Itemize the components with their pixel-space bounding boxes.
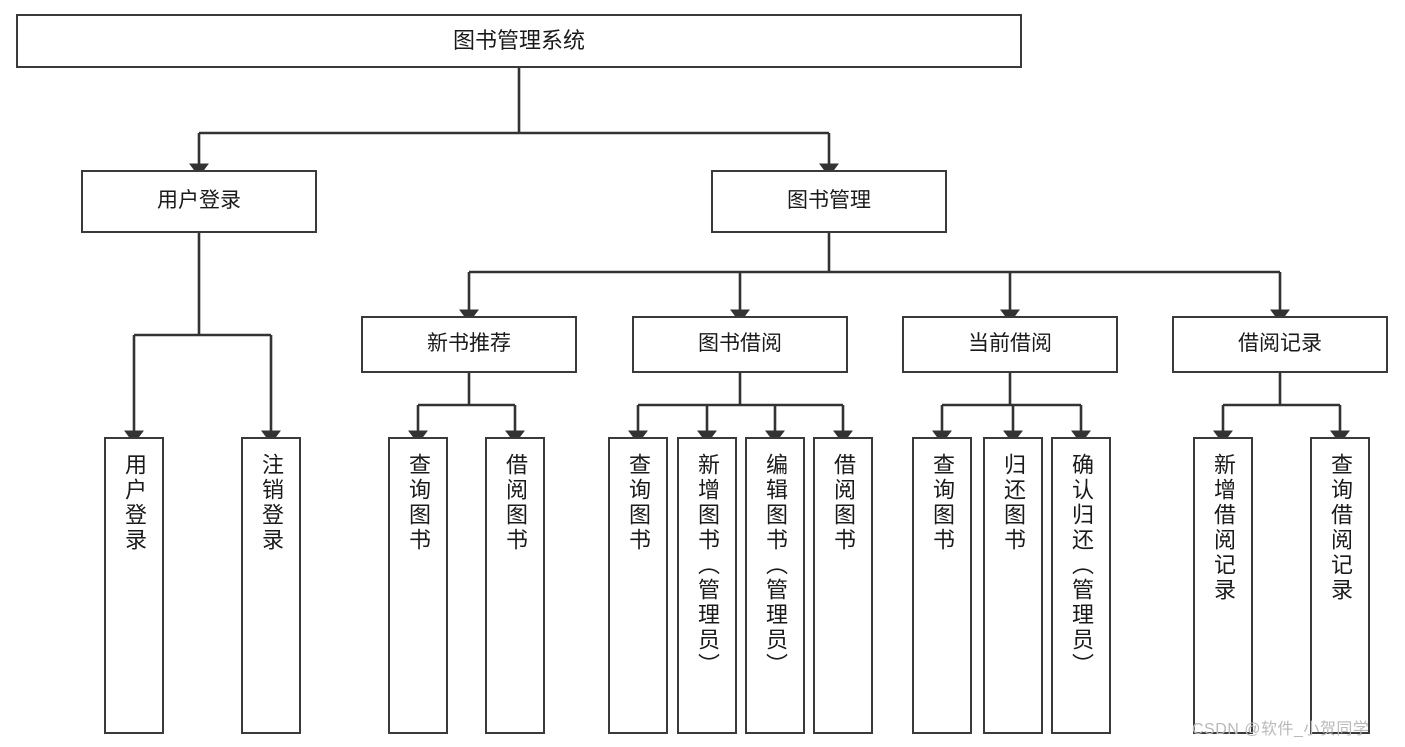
node-user-login[interactable]: 用户登录 xyxy=(81,170,317,233)
node-label-borrow-record: 借阅记录 xyxy=(1238,332,1322,356)
node-label-root: 图书管理系统 xyxy=(452,28,585,54)
node-label-leaf-query-book-2: 查询图书 xyxy=(626,453,651,553)
node-label-leaf-query-book-1: 查询图书 xyxy=(406,453,431,553)
node-label-leaf-query-record: 查询借阅记录 xyxy=(1328,453,1353,603)
node-label-new-book-recommend: 新书推荐 xyxy=(427,332,511,356)
node-leaf-user-login[interactable]: 用户登录 xyxy=(104,437,164,734)
node-borrow-record[interactable]: 借阅记录 xyxy=(1172,316,1388,373)
node-leaf-logout[interactable]: 注销登录 xyxy=(241,437,301,734)
node-label-leaf-user-login: 用户登录 xyxy=(122,453,147,553)
node-label-user-login: 用户登录 xyxy=(157,189,241,213)
node-root[interactable]: 图书管理系统 xyxy=(16,14,1022,68)
node-leaf-query-book-2[interactable]: 查询图书 xyxy=(608,437,668,734)
node-label-leaf-logout: 注销登录 xyxy=(259,453,284,553)
node-label-leaf-borrow-book-1: 借阅图书 xyxy=(503,453,528,553)
node-current-borrow[interactable]: 当前借阅 xyxy=(902,316,1118,373)
node-leaf-borrow-book-2[interactable]: 借阅图书 xyxy=(813,437,873,734)
node-leaf-return-book[interactable]: 归还图书 xyxy=(983,437,1043,734)
node-leaf-edit-book[interactable]: 编辑图书（管理员） xyxy=(745,437,805,734)
node-leaf-borrow-book-1[interactable]: 借阅图书 xyxy=(485,437,545,734)
node-label-leaf-borrow-book-2: 借阅图书 xyxy=(831,453,856,553)
node-book-borrow[interactable]: 图书借阅 xyxy=(632,316,848,373)
node-label-current-borrow: 当前借阅 xyxy=(968,332,1052,356)
node-leaf-query-book-1[interactable]: 查询图书 xyxy=(388,437,448,734)
node-new-book-recommend[interactable]: 新书推荐 xyxy=(361,316,577,373)
node-leaf-add-record[interactable]: 新增借阅记录 xyxy=(1193,437,1253,734)
node-book-manage[interactable]: 图书管理 xyxy=(711,170,947,233)
connector-lines xyxy=(123,68,1351,444)
node-leaf-query-book-3[interactable]: 查询图书 xyxy=(912,437,972,734)
node-label-leaf-add-record: 新增借阅记录 xyxy=(1211,453,1236,603)
node-leaf-add-book[interactable]: 新增图书（管理员） xyxy=(677,437,737,734)
node-leaf-query-record[interactable]: 查询借阅记录 xyxy=(1310,437,1370,734)
node-label-book-borrow: 图书借阅 xyxy=(698,332,782,356)
node-label-leaf-confirm-return: 确认归还（管理员） xyxy=(1069,453,1094,678)
node-label-book-manage: 图书管理 xyxy=(787,189,871,213)
node-label-leaf-edit-book: 编辑图书（管理员） xyxy=(763,453,788,678)
node-label-leaf-query-book-3: 查询图书 xyxy=(930,453,955,553)
node-label-leaf-add-book: 新增图书（管理员） xyxy=(695,453,720,678)
node-label-leaf-return-book: 归还图书 xyxy=(1001,453,1026,553)
node-leaf-confirm-return[interactable]: 确认归还（管理员） xyxy=(1051,437,1111,734)
